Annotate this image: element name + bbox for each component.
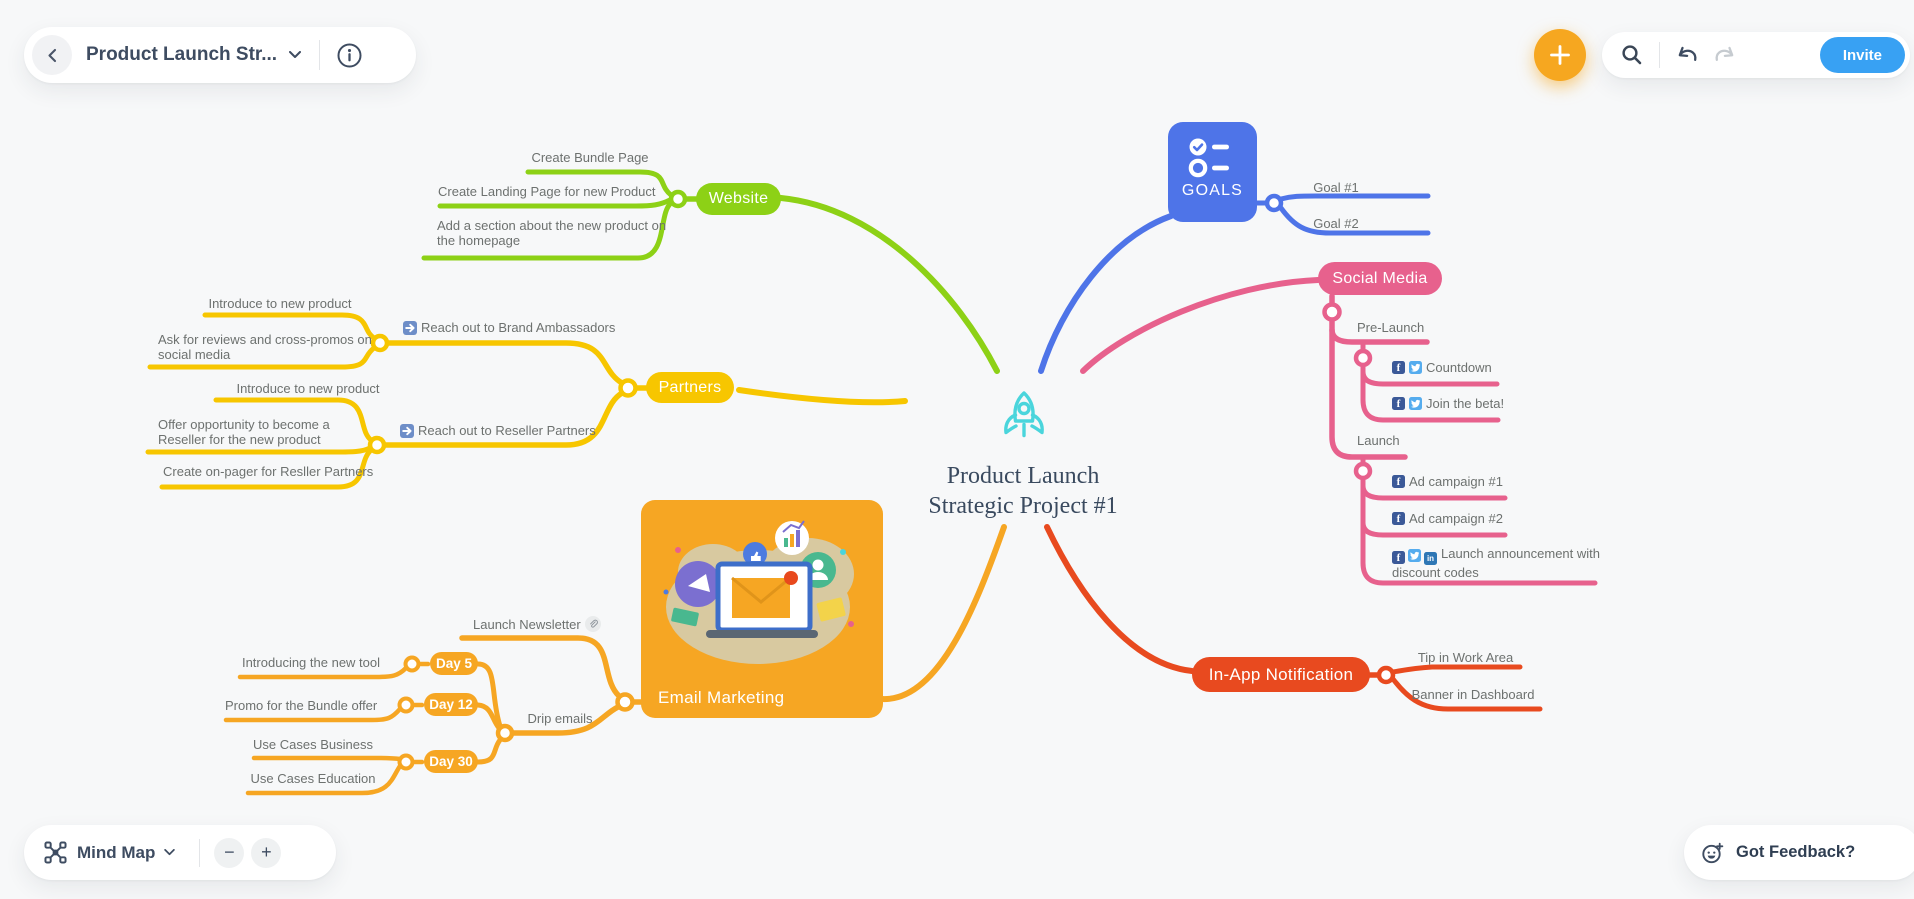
node-offer-reseller[interactable]: Offer opportunity to become a Reseller f…: [158, 417, 330, 447]
node-join-the-beta[interactable]: f Join the beta!: [1392, 396, 1504, 411]
add-node-button[interactable]: [1534, 29, 1586, 81]
node-introducing-new-tool[interactable]: Introducing the new tool: [241, 655, 381, 670]
checklist-icon: [1188, 138, 1229, 178]
node-drip-emails[interactable]: Drip emails: [527, 711, 593, 726]
search-icon[interactable]: [1620, 43, 1644, 67]
chevron-down-icon[interactable]: [289, 51, 302, 59]
node-use-cases-business[interactable]: Use Cases Business: [253, 737, 373, 752]
node-website[interactable]: Website: [696, 183, 781, 215]
feedback-label: Got Feedback?: [1736, 843, 1856, 861]
map-mode-label[interactable]: Mind Map: [77, 842, 156, 862]
node-label: Countdown: [1426, 360, 1492, 375]
node-reseller-partners[interactable]: Reach out to Reseller Partners: [400, 423, 596, 438]
chevron-left-icon: [48, 48, 57, 62]
node-ad-campaign-1[interactable]: f Ad campaign #1: [1392, 474, 1503, 489]
info-icon[interactable]: [336, 42, 363, 69]
map-header: Product Launch Str...: [24, 27, 416, 83]
node-ask-for-reviews[interactable]: Ask for reviews and cross-promos on soci…: [158, 332, 372, 362]
node-create-bundle-page[interactable]: Create Bundle Page: [531, 150, 649, 165]
node-introduce-product-2[interactable]: Introduce to new product: [236, 381, 380, 396]
social-media-branch: [1080, 277, 1598, 586]
node-launch[interactable]: Launch: [1357, 433, 1400, 448]
rocket-icon[interactable]: [1004, 391, 1044, 438]
node-countdown[interactable]: f Countdown: [1392, 360, 1492, 375]
node-pre-launch[interactable]: Pre-Launch: [1357, 320, 1425, 335]
arrow-icon: [400, 423, 414, 438]
node-introduce-product-1[interactable]: Introduce to new product: [208, 296, 352, 311]
node-social-media[interactable]: Social Media: [1318, 262, 1442, 295]
divider: [319, 40, 321, 70]
facebook-icon: f: [1392, 475, 1405, 488]
node-label: Ad campaign #1: [1409, 474, 1503, 489]
divider: [1659, 42, 1660, 68]
node-label: Reach out to Brand Ambassadors: [421, 320, 616, 335]
node-email-marketing-label: Email Marketing: [658, 688, 785, 707]
node-homepage-section[interactable]: Add a section about the new product on t…: [437, 218, 667, 248]
undo-icon[interactable]: [1675, 45, 1698, 65]
email-marketing-illustration: [663, 520, 854, 664]
node-tip-in-work-area[interactable]: Tip in Work Area: [1417, 650, 1514, 665]
node-label: Launch Newsletter: [473, 616, 581, 632]
linkedin-icon: in: [1424, 551, 1437, 565]
node-promo-bundle-offer[interactable]: Promo for the Bundle offer: [225, 698, 378, 713]
node-brand-ambassadors[interactable]: Reach out to Brand Ambassadors: [403, 320, 615, 335]
node-launch-newsletter[interactable]: Launch Newsletter: [473, 616, 601, 632]
top-toolbar: Invite: [1602, 32, 1910, 78]
plus-icon: [1550, 45, 1570, 65]
feedback-button[interactable]: Got Feedback?: [1684, 825, 1914, 880]
map-title[interactable]: Product Launch Str...: [86, 44, 278, 65]
invite-button[interactable]: Invite: [1819, 37, 1905, 73]
arrow-icon: [403, 320, 417, 335]
node-onpager-resellers[interactable]: Create on-pager for Resller Partners: [163, 464, 374, 479]
zoom-out-button[interactable]: −: [214, 837, 245, 868]
node-goal-1[interactable]: Goal #1: [1313, 180, 1359, 195]
root-node-title[interactable]: Product Launch Strategic Project #1: [928, 463, 1118, 519]
redo-icon[interactable]: [1714, 45, 1737, 65]
twitter-icon: [1409, 361, 1422, 374]
divider: [199, 838, 201, 867]
node-create-landing-page[interactable]: Create Landing Page for new Product: [438, 184, 656, 199]
node-goals-label: GOALS: [1181, 182, 1244, 199]
node-banner-in-dashboard[interactable]: Banner in Dashboard: [1411, 687, 1535, 702]
chevron-down-icon[interactable]: [164, 849, 176, 856]
node-ad-campaign-2[interactable]: f Ad campaign #2: [1392, 511, 1503, 526]
mind-map-icon: [44, 841, 67, 864]
facebook-icon: f: [1392, 551, 1405, 564]
node-goal-2[interactable]: Goal #2: [1313, 216, 1359, 231]
twitter-icon: [1408, 549, 1421, 563]
view-controls: Mind Map − +: [24, 825, 336, 880]
facebook-icon: f: [1392, 512, 1405, 525]
facebook-icon: f: [1392, 361, 1405, 374]
paperclip-icon[interactable]: [584, 616, 601, 632]
node-label: Reach out to Reseller Partners: [418, 423, 596, 438]
node-label: Ad campaign #2: [1409, 511, 1503, 526]
node-day-30[interactable]: Day 30: [424, 750, 478, 773]
node-label: Join the beta!: [1426, 396, 1505, 411]
back-button[interactable]: [32, 35, 72, 75]
zoom-in-button[interactable]: +: [251, 837, 282, 868]
twitter-icon: [1409, 397, 1422, 410]
node-email-marketing[interactable]: Email Marketing: [641, 500, 883, 718]
node-day-5[interactable]: Day 5: [430, 652, 478, 675]
node-use-cases-education[interactable]: Use Cases Education: [250, 771, 376, 786]
node-day-12[interactable]: Day 12: [424, 693, 478, 716]
smiley-plus-icon: [1702, 842, 1724, 863]
node-partners[interactable]: Partners: [646, 372, 734, 403]
node-goals[interactable]: GOALS: [1168, 122, 1257, 222]
facebook-icon: f: [1392, 397, 1405, 410]
node-in-app-notification[interactable]: In-App Notification: [1192, 657, 1370, 692]
